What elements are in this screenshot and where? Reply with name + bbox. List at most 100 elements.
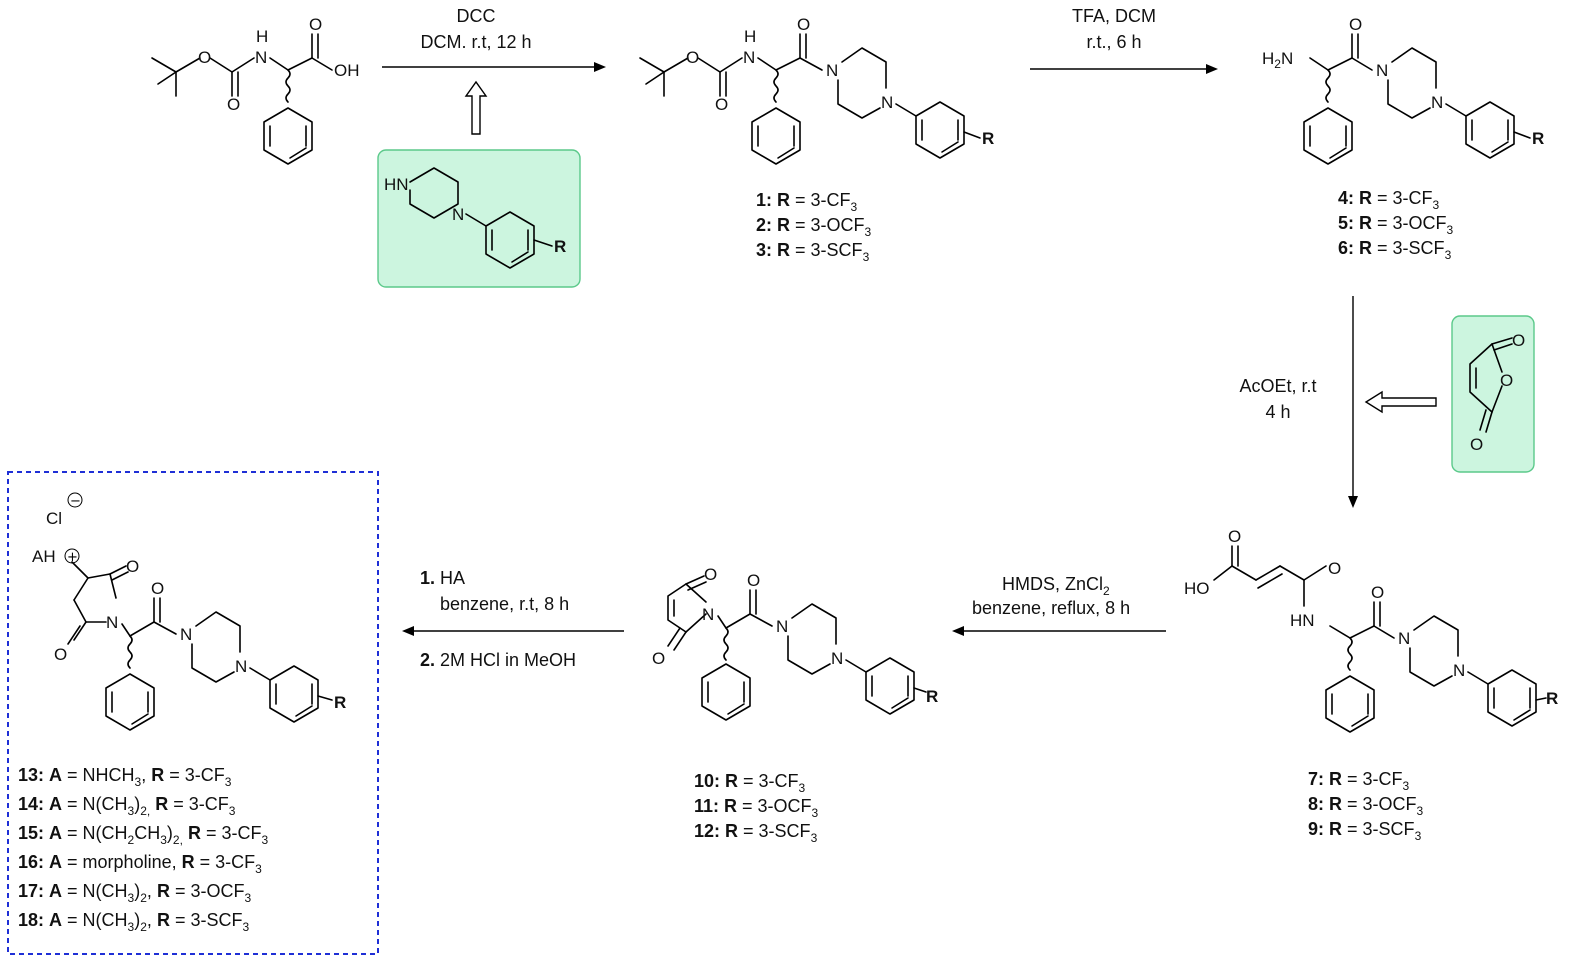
atom-n: N <box>743 48 755 67</box>
arrow-step1 <box>382 62 606 72</box>
minus-charge: − <box>70 494 81 509</box>
atom-n: N <box>106 613 118 632</box>
atom-hn: HN <box>1290 611 1315 630</box>
atom-o: O <box>126 557 139 576</box>
plus-charge: + <box>67 550 78 565</box>
compound-14-label: 14: A = N(CH3)2, R = 3-CF3 <box>18 794 236 818</box>
compound-15-label: 15: A = N(CH2CH3)2, R = 3-CF3 <box>18 823 268 847</box>
compound-list-1-3: 1: R = 3-CF3 2: R = 3-OCF3 3: R = 3-SCF3 <box>756 190 872 264</box>
atom-n: N <box>1398 629 1410 648</box>
compound-5-label: 5: R = 3-OCF3 <box>1338 213 1454 237</box>
compound-list-10-12: 10: R = 3-CF3 11: R = 3-OCF3 12: R = 3-S… <box>694 771 819 845</box>
maleic-anhydride-box <box>1451 315 1535 473</box>
step4-reagent: HMDS, ZnCl2 <box>1002 574 1110 598</box>
atom-r: R <box>1532 129 1544 148</box>
atom-o: O <box>1228 527 1241 546</box>
atom-o: O <box>1470 435 1483 454</box>
compound-list-4-6: 4: R = 3-CF3 5: R = 3-OCF3 6: R = 3-SCF3 <box>1338 188 1454 262</box>
compound-11-label: 11: R = 3-OCF3 <box>694 796 819 820</box>
arrow-step2 <box>1030 64 1218 74</box>
atom-h: H <box>256 27 268 46</box>
atom-n: N <box>452 205 464 224</box>
atom-r: R <box>1546 689 1558 708</box>
atom-hn: HN <box>384 175 409 194</box>
arrow-step3 <box>1348 296 1358 508</box>
compound-1-label: 1: R = 3-CF3 <box>756 190 858 214</box>
maleamic-acid-structure <box>1213 545 1547 733</box>
atom-n: N <box>1453 661 1465 680</box>
atom-h: H <box>744 27 756 46</box>
maleic-anhydride-structure <box>1469 337 1513 433</box>
atom-o: O <box>151 579 164 598</box>
atom-o: O <box>747 571 760 590</box>
open-arrow-piperazine <box>464 80 488 135</box>
maleimide-structure <box>667 575 927 721</box>
compound-4-label: 4: R = 3-CF3 <box>1338 188 1440 212</box>
atom-o: O <box>1512 331 1525 350</box>
step2-conditions: r.t., 6 h <box>1086 32 1141 52</box>
open-arrow-anhydride <box>1364 390 1437 414</box>
compound-18-label: 18: A = N(CH3)2, R = 3-SCF3 <box>18 910 249 934</box>
compound-10-label: 10: R = 3-CF3 <box>694 771 806 795</box>
atom-n: N <box>255 48 267 67</box>
atom-n: N <box>826 61 838 80</box>
step5-acid: 2. 2M HCl in MeOH <box>420 650 576 670</box>
atom-o: O <box>54 645 67 664</box>
compound-17-label: 17: A = N(CH3)2, R = 3-OCF3 <box>18 881 251 905</box>
compound-16-label: 16: A = morpholine, R = 3-CF3 <box>18 852 262 876</box>
atom-o: O <box>652 649 665 668</box>
compound-7-label: 7: R = 3-CF3 <box>1308 769 1410 793</box>
arylpiperazine-structure <box>409 167 553 269</box>
final-products-box <box>7 471 379 955</box>
atom-o: O <box>715 95 728 114</box>
atom-n: N <box>702 605 714 624</box>
arrow-step5 <box>402 626 624 636</box>
atom-oh: OH <box>334 61 360 80</box>
atom-r: R <box>334 693 346 712</box>
compound-list-7-9: 7: R = 3-CF3 8: R = 3-OCF3 9: R = 3-SCF3 <box>1308 769 1424 843</box>
step2-reagent: TFA, DCM <box>1072 6 1156 26</box>
step1-conditions: DCM. r.t, 12 h <box>420 32 531 52</box>
step3-time: 4 h <box>1265 402 1290 422</box>
atom-n: N <box>776 617 788 636</box>
atom-n: N <box>1376 61 1388 80</box>
compound-6-label: 6: R = 3-SCF3 <box>1338 238 1452 262</box>
step1-reagent: DCC <box>457 6 496 26</box>
compound-12-label: 12: R = 3-SCF3 <box>694 821 818 845</box>
step5-solvent: benzene, r.t, 8 h <box>440 594 569 614</box>
atom-n: N <box>881 93 893 112</box>
atom-n: N <box>1431 93 1443 112</box>
step4-conditions: benzene, reflux, 8 h <box>972 598 1130 618</box>
chloride-ion: Cl <box>46 509 62 528</box>
atom-o: O <box>1500 371 1513 390</box>
succinimide-salt-structure <box>64 492 333 731</box>
atom-o: O <box>1371 583 1384 602</box>
atom-ah: AH <box>32 547 56 566</box>
arrow-step4 <box>952 626 1166 636</box>
compound-2-label: 2: R = 3-OCF3 <box>756 215 872 239</box>
atom-o: O <box>704 565 717 584</box>
piperazine-reagent-box <box>377 149 581 288</box>
compound-9-label: 9: R = 3-SCF3 <box>1308 819 1422 843</box>
atom-r: R <box>554 237 566 256</box>
compound-3-label: 3: R = 3-SCF3 <box>756 240 870 264</box>
atom-o: O <box>1328 559 1341 578</box>
atom-o: O <box>797 15 810 34</box>
atom-r: R <box>926 687 938 706</box>
atom-o: O <box>309 15 322 34</box>
atom-o: O <box>1349 15 1362 34</box>
step5-reagent: 1. HA <box>420 568 465 588</box>
atom-n: N <box>235 657 247 676</box>
atom-n: N <box>831 649 843 668</box>
atom-r: R <box>982 129 994 148</box>
atom-n: N <box>180 625 192 644</box>
compound-13-label: 13: A = NHCH3, R = 3-CF3 <box>18 765 232 789</box>
atom-ho: HO <box>1184 579 1210 598</box>
boc-phenylglycine-structure <box>151 33 333 165</box>
atom-h2n: H2N <box>1262 49 1293 71</box>
step3-reagent: AcOEt, r.t <box>1239 376 1316 396</box>
atom-o: O <box>198 48 211 67</box>
atom-o: O <box>227 95 240 114</box>
